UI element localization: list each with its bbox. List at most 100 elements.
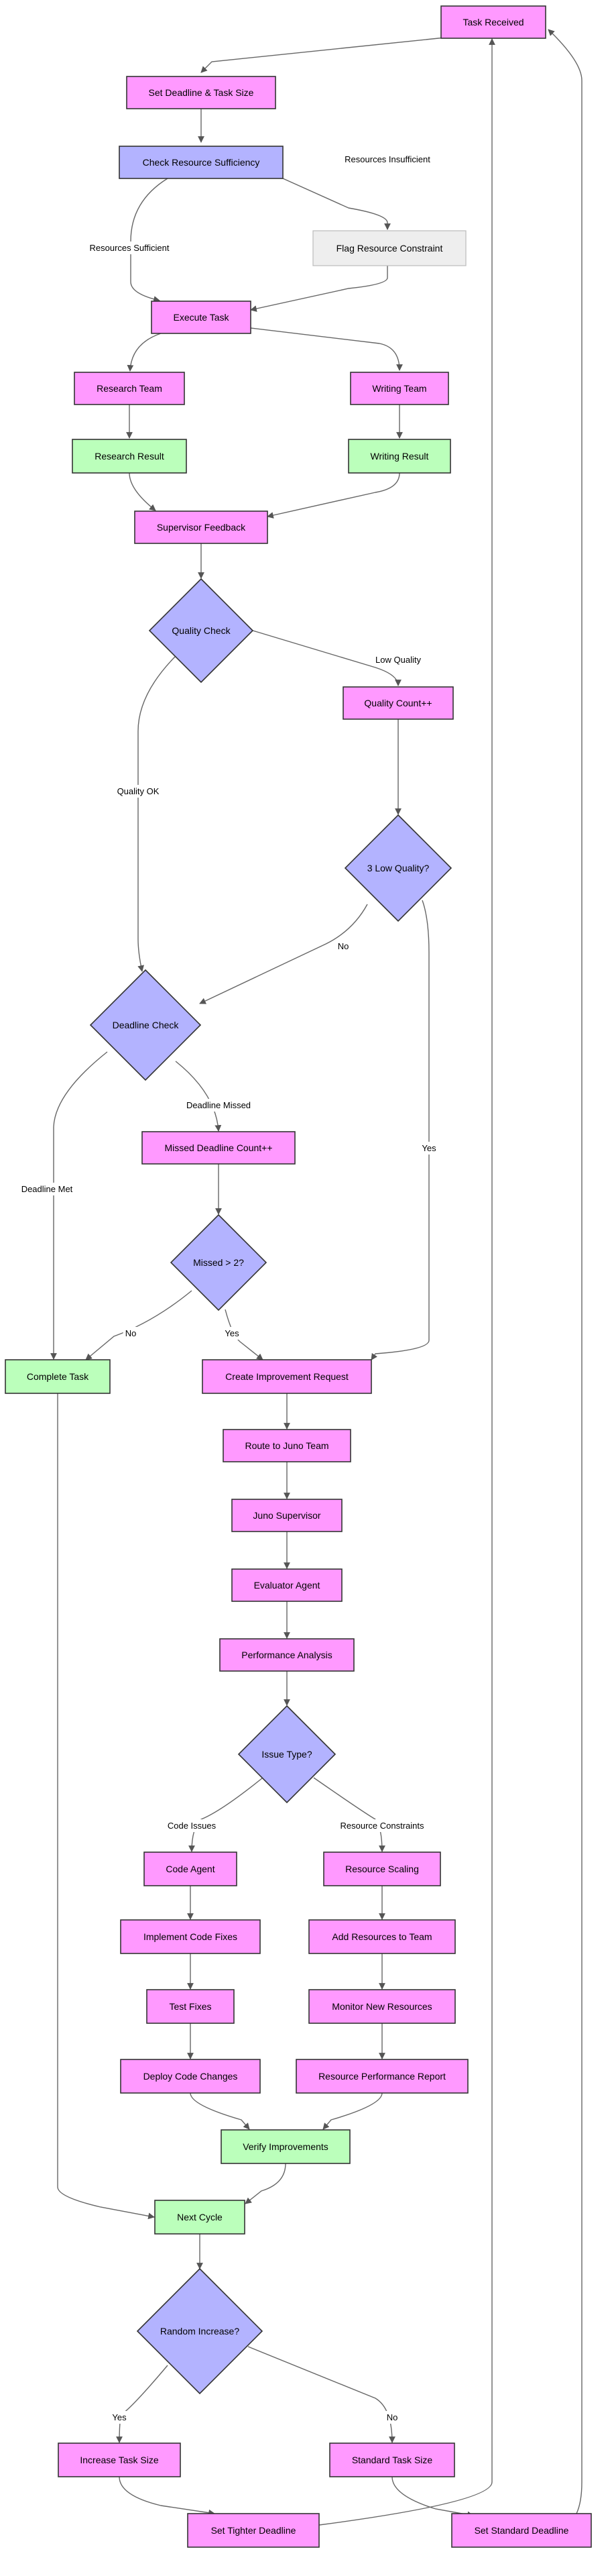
edge-label-text: Yes [225,1328,239,1338]
node-quality-count-shape [343,686,454,720]
node-performance-analysis-shape [219,1638,355,1672]
node-check-resource: Check Resource Sufficiency [119,146,284,179]
node-resource-report: Resource Performance Report [296,2059,469,2094]
node-issue-type-label: Issue Type? [261,1749,312,1760]
edge-deploy-code-to-verify-improvements [190,2092,250,2130]
node-task-received-label: Task Received [463,17,524,28]
edge-label-background [87,241,172,254]
node-evaluator-agent-shape [231,1568,343,1602]
edge-deadline-check-to-missed-deadline-count [175,1061,222,1132]
node-missed-deadline-count-label: Missed Deadline Count++ [164,1142,272,1153]
node-writing-team: Writing Team [350,372,449,405]
node-quality-check: Quality Check [148,578,254,684]
edge-deadline-check-to-complete-task [50,1051,108,1360]
edge-label-background [338,1819,426,1832]
edge-label-text: Resources Sufficient [90,243,170,253]
node-missed-gt-2-label: Missed > 2? [193,1257,244,1268]
node-research-result: Research Result [72,439,187,474]
node-code-agent-shape [143,1851,237,1886]
edge-label-background [165,1819,219,1832]
edge-execute-task-to-writing-team [250,327,403,371]
node-resource-scaling-label: Resource Scaling [345,1864,419,1874]
edge-label-text: Low Quality [375,655,421,665]
node-task-received: Task Received [440,5,546,39]
node-quality-count-label: Quality Count++ [364,698,432,708]
edge-label-text: Yes [112,2412,127,2422]
node-set-standard-deadline-label: Set Standard Deadline [475,2525,569,2536]
edge-label-background [184,1099,253,1112]
node-evaluator-agent-label: Evaluator Agent [254,1580,320,1591]
node-quality-count: Quality Count++ [343,686,454,720]
node-evaluator-agent: Evaluator Agent [231,1568,343,1602]
edge-label-background [115,785,162,798]
node-monitor-resources-shape [308,1989,456,2024]
node-standard-task-size-label: Standard Task Size [352,2455,433,2465]
edge-label-background [373,653,424,666]
node-implement-code-fixes-shape [120,1919,261,1954]
node-add-resources-label: Add Resources to Team [332,1931,432,1942]
node-create-improvement-label: Create Improvement Request [225,1371,349,1382]
node-increase-task-size-label: Increase Task Size [80,2455,158,2465]
node-set-tighter-deadline-label: Set Tighter Deadline [211,2525,296,2536]
node-test-fixes-shape [146,1989,235,2024]
edge-quality-check-to-deadline-check [137,655,176,972]
node-standard-task-size-shape [329,2443,455,2477]
node-random-increase-label: Random Increase? [160,2326,240,2337]
node-next-cycle: Next Cycle [154,2200,245,2235]
node-check-resource-label: Check Resource Sufficiency [143,157,260,168]
edge-increase-task-size-to-set-tighter-deadline [119,2476,215,2516]
edges-layer [50,29,582,2526]
edge-label-missed-gt-2-to-complete-task: No [123,1327,139,1340]
node-create-improvement: Create Improvement Request [202,1359,372,1394]
edge-issue-type-to-code-agent [188,1777,263,1852]
node-next-cycle-label: Next Cycle [177,2212,223,2222]
node-writing-result-label: Writing Result [371,451,429,462]
node-low-quality-3-shape [344,814,452,922]
node-flag-resource: Flag Resource Constraint [312,230,467,266]
node-set-deadline-shape [126,76,276,109]
node-check-resource-shape [119,146,284,179]
edge-label-text: Yes [422,1143,436,1153]
node-deploy-code-shape [120,2059,261,2094]
edge-check-resource-to-execute-task [130,178,168,303]
edge-label-low-quality-3-to-deadline-check: No [335,940,351,953]
node-research-result-shape [72,439,187,474]
node-set-deadline: Set Deadline & Task Size [126,76,276,109]
node-deadline-check-label: Deadline Check [113,1020,180,1030]
node-next-cycle-shape [154,2200,245,2235]
node-resource-scaling-shape [323,1851,441,1886]
edge-label-missed-gt-2-to-create-improvement: Yes [223,1327,242,1340]
edge-label-check-resource-to-execute-task: Resources Sufficient [87,241,172,254]
node-execute-task-label: Execute Task [173,312,229,323]
node-route-juno-label: Route to Juno Team [245,1440,328,1451]
node-test-fixes-label: Test Fixes [169,2001,211,2012]
edge-label-background [223,1327,242,1340]
edge-label-deadline-check-to-missed-deadline-count: Deadline Missed [184,1099,253,1112]
edge-execute-task-to-research-team [127,333,162,372]
edge-check-resource-to-flag-resource [282,178,391,230]
node-writing-result: Writing Result [348,439,451,474]
node-create-improvement-shape [202,1359,372,1394]
node-resource-scaling: Resource Scaling [323,1851,441,1886]
node-writing-result-shape [348,439,451,474]
edge-label-background [110,2411,129,2424]
node-missed-deadline-count: Missed Deadline Count++ [141,1131,296,1165]
node-issue-type: Issue Type? [237,1705,336,1804]
edge-label-low-quality-3-to-create-improvement: Yes [420,1142,439,1155]
node-flag-resource-label: Flag Resource Constraint [336,243,443,254]
edge-label-text: Resources Insufficient [345,154,430,164]
node-juno-supervisor: Juno Supervisor [231,1499,343,1532]
node-missed-gt-2-shape [170,1214,267,1311]
node-deploy-code: Deploy Code Changes [120,2059,261,2094]
node-low-quality-3: 3 Low Quality? [344,814,452,922]
node-complete-task-shape [5,1359,111,1394]
node-set-standard-deadline-shape [451,2513,592,2548]
node-implement-code-fixes: Implement Code Fixes [120,1919,261,1954]
node-verify-improvements-shape [221,2129,351,2164]
edge-label-background [123,1327,139,1340]
edge-label-text: Deadline Met [21,1184,73,1194]
edge-label-random-increase-to-standard-task-size: No [384,2411,400,2424]
edge-label-random-increase-to-increase-task-size: Yes [110,2411,129,2424]
node-route-juno: Route to Juno Team [223,1429,351,1462]
node-issue-type-shape [237,1705,336,1804]
